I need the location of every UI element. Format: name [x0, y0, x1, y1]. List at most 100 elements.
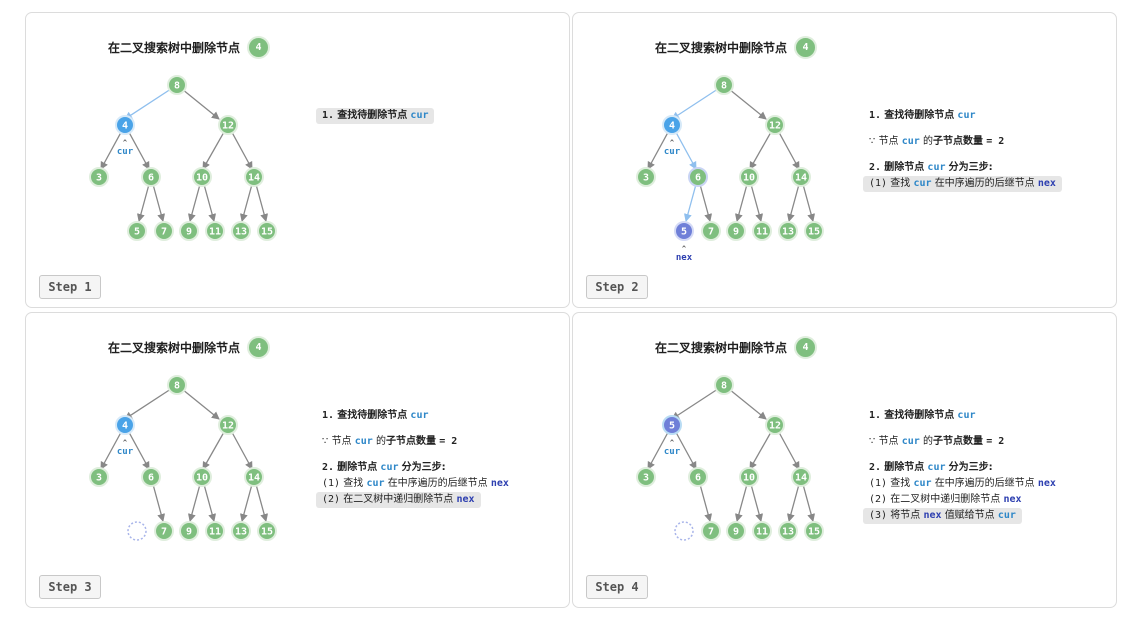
- node-6: 6: [688, 467, 708, 487]
- svg-text:5: 5: [681, 227, 687, 238]
- step-badge: 4: [794, 36, 818, 59]
- svg-text:8: 8: [174, 381, 180, 392]
- node-3: 3: [636, 467, 656, 487]
- step-description: 1. 查找待删除节点 cur ∵ 节点 cur 的子节点数量 = 2 2. 删除…: [863, 408, 1108, 524]
- svg-text:6: 6: [695, 173, 701, 184]
- cur-pointer: ^ cur: [117, 139, 134, 157]
- bst-diagram: 8 5 12 3 6 10 14 7 9 11 13 15 ^ cur: [636, 375, 824, 541]
- step-panel-2: 8 4 12 3 6 10 14 5 7 9 11 13 15 ^ cur ^ …: [572, 12, 1117, 308]
- node-12: 12: [218, 415, 238, 435]
- step-panel-1: 8 4 12 3 6 10 14 5 7 9 11 13 15 ^ cur 在二…: [25, 12, 570, 308]
- node-6: 6: [141, 467, 161, 487]
- step-badge: 4: [794, 336, 818, 359]
- bst-diagram: 8 4 12 3 6 10 14 7 9 11 13 15 ^ cur: [89, 375, 277, 541]
- node-13: 13: [231, 221, 251, 241]
- svg-text:5: 5: [669, 421, 675, 432]
- svg-text:5: 5: [134, 227, 140, 238]
- node-8: 8: [714, 375, 734, 395]
- node-10: 10: [739, 167, 759, 187]
- svg-text:3: 3: [96, 173, 102, 184]
- node-13: 13: [778, 221, 798, 241]
- step-description: 1. 查找待删除节点 cur: [316, 108, 561, 124]
- node-15: 15: [257, 221, 277, 241]
- svg-text:^: ^: [682, 245, 687, 253]
- svg-text:15: 15: [261, 227, 273, 238]
- node-14: 14: [791, 467, 811, 487]
- step-badge: 4: [247, 36, 271, 59]
- cur-pointer: ^ cur: [117, 439, 134, 457]
- svg-text:13: 13: [235, 227, 247, 238]
- panel-title: 在二叉搜索树中删除节点 4: [655, 36, 818, 59]
- node-15: 15: [257, 521, 277, 541]
- svg-text:8: 8: [721, 381, 727, 392]
- svg-text:9: 9: [733, 227, 739, 238]
- step-description: 1. 查找待删除节点 cur ∵ 节点 cur 的子节点数量 = 2 2. 删除…: [316, 408, 561, 508]
- svg-text:nex: nex: [676, 253, 693, 263]
- svg-text:^: ^: [670, 439, 675, 447]
- step-button[interactable]: Step 1: [39, 275, 101, 299]
- node-15: 15: [804, 521, 824, 541]
- svg-text:14: 14: [795, 473, 807, 484]
- svg-text:cur: cur: [117, 447, 134, 457]
- cur-pointer: ^ cur: [664, 139, 681, 157]
- svg-text:10: 10: [743, 173, 755, 184]
- svg-text:10: 10: [743, 473, 755, 484]
- node-4-cur: 4: [115, 115, 135, 135]
- svg-text:14: 14: [248, 173, 260, 184]
- step-button[interactable]: Step 3: [39, 575, 101, 599]
- step-panel-4: 8 5 12 3 6 10 14 7 9 11 13 15 ^ cur 在二叉搜…: [572, 312, 1117, 608]
- node-7: 7: [154, 521, 174, 541]
- svg-text:cur: cur: [117, 147, 134, 157]
- svg-text:^: ^: [123, 439, 128, 447]
- removed-node-placeholder: [674, 521, 694, 541]
- svg-text:12: 12: [222, 121, 234, 132]
- svg-text:4: 4: [122, 421, 128, 432]
- node-13: 13: [231, 521, 251, 541]
- svg-text:14: 14: [795, 173, 807, 184]
- svg-text:10: 10: [196, 473, 208, 484]
- svg-text:12: 12: [769, 121, 781, 132]
- node-7: 7: [701, 521, 721, 541]
- node-3: 3: [89, 467, 109, 487]
- node-14: 14: [244, 467, 264, 487]
- svg-text:11: 11: [756, 227, 768, 238]
- node-12: 12: [765, 115, 785, 135]
- node-11: 11: [205, 521, 225, 541]
- bst-diagram: 8 4 12 3 6 10 14 5 7 9 11 13 15 ^ cur ^ …: [636, 75, 824, 263]
- svg-text:13: 13: [782, 227, 794, 238]
- node-6: 6: [141, 167, 161, 187]
- svg-text:11: 11: [209, 227, 221, 238]
- current-step-line: (1) 查找 cur 在中序遍历的后继节点 nex: [863, 176, 1062, 192]
- node-9: 9: [179, 221, 199, 241]
- svg-text:8: 8: [174, 81, 180, 92]
- step-button[interactable]: Step 4: [586, 575, 648, 599]
- step-panel-3: 8 4 12 3 6 10 14 7 9 11 13 15 ^ cur 在二叉搜…: [25, 312, 570, 608]
- node-3: 3: [89, 167, 109, 187]
- svg-text:7: 7: [161, 527, 167, 538]
- node-10: 10: [192, 467, 212, 487]
- svg-text:13: 13: [782, 527, 794, 538]
- panel-title: 在二叉搜索树中删除节点 4: [108, 36, 271, 59]
- svg-text:3: 3: [96, 473, 102, 484]
- step-badge: 4: [247, 336, 271, 359]
- cur-pointer: ^ cur: [664, 439, 681, 457]
- svg-text:7: 7: [708, 527, 714, 538]
- svg-text:11: 11: [756, 527, 768, 538]
- node-10: 10: [192, 167, 212, 187]
- svg-text:9: 9: [186, 227, 192, 238]
- nex-pointer: ^ nex: [676, 245, 693, 263]
- svg-text:7: 7: [708, 227, 714, 238]
- svg-text:8: 8: [721, 81, 727, 92]
- step-1-line: 1. 查找待删除节点 cur: [316, 108, 435, 124]
- svg-text:13: 13: [235, 527, 247, 538]
- node-8: 8: [167, 75, 187, 95]
- svg-text:15: 15: [261, 527, 273, 538]
- svg-text:4: 4: [122, 121, 128, 132]
- current-step-line: (2) 在二叉树中递归删除节点 nex: [316, 492, 481, 508]
- svg-text:6: 6: [148, 173, 154, 184]
- node-14: 14: [244, 167, 264, 187]
- node-3: 3: [636, 167, 656, 187]
- svg-text:cur: cur: [664, 147, 681, 157]
- node-4-cur: 4: [662, 115, 682, 135]
- step-button[interactable]: Step 2: [586, 275, 648, 299]
